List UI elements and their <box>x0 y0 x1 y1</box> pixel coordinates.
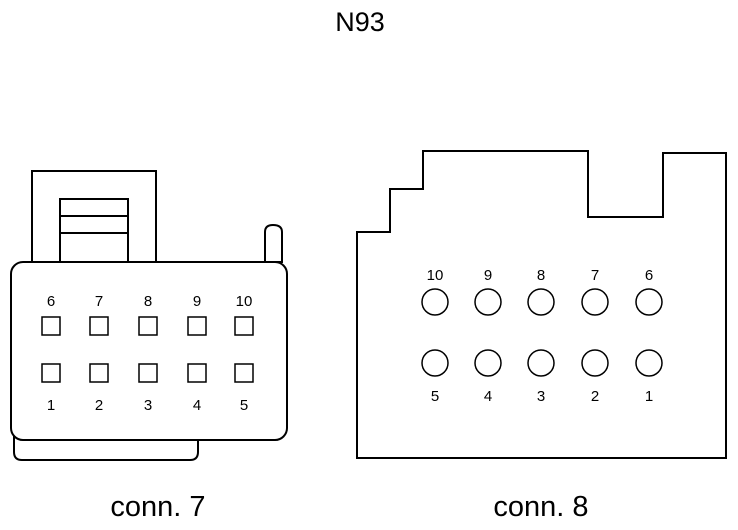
conn8-pin-label-1: 1 <box>645 388 653 405</box>
conn8-label: conn. 8 <box>493 491 588 523</box>
conn8-pin-1 <box>635 349 663 377</box>
conn8-pin-5 <box>421 349 449 377</box>
conn8-pin-8 <box>527 288 555 316</box>
conn8-pin-3 <box>527 349 555 377</box>
conn7-latch-tab <box>59 198 129 264</box>
conn7-pin-label-5: 5 <box>240 397 248 414</box>
conn7-pin-label-10: 10 <box>236 293 253 310</box>
conn7-pin-1 <box>41 363 61 383</box>
conn7-pin-8 <box>138 316 158 336</box>
conn7-pin-label-8: 8 <box>144 293 152 310</box>
connector-7: 6 7 8 9 10 1 2 3 4 5 conn. 7 <box>10 170 288 523</box>
diagram-title: N93 <box>335 7 385 37</box>
conn8-pin-10 <box>421 288 449 316</box>
conn7-pin-label-3: 3 <box>144 397 152 414</box>
conn7-pin-10 <box>234 316 254 336</box>
conn8-pin-label-4: 4 <box>484 388 492 405</box>
conn8-pin-label-10: 10 <box>427 267 444 284</box>
conn7-pin-label-6: 6 <box>47 293 55 310</box>
conn7-pin-label-7: 7 <box>95 293 103 310</box>
conn8-pin-7 <box>581 288 609 316</box>
conn8-pin-label-7: 7 <box>591 267 599 284</box>
conn7-pin-9 <box>187 316 207 336</box>
conn7-pin-label-4: 4 <box>193 397 201 414</box>
conn8-pin-2 <box>581 349 609 377</box>
conn8-pin-label-8: 8 <box>537 267 545 284</box>
conn7-pin-6 <box>41 316 61 336</box>
conn7-pins: 6 7 8 9 10 1 2 3 4 5 <box>41 293 254 414</box>
conn8-pin-label-9: 9 <box>484 267 492 284</box>
conn7-label: conn. 7 <box>110 491 205 523</box>
conn8-pin-label-5: 5 <box>431 388 439 405</box>
conn8-pin-label-3: 3 <box>537 388 545 405</box>
conn7-pin-7 <box>89 316 109 336</box>
conn8-pin-4 <box>474 349 502 377</box>
conn7-body <box>10 261 288 441</box>
conn8-pin-label-6: 6 <box>645 267 653 284</box>
connector-8: 10 9 8 7 6 5 4 3 2 1 conn. 8 <box>356 150 727 523</box>
conn7-pin-5 <box>234 363 254 383</box>
conn7-pin-2 <box>89 363 109 383</box>
conn7-pin-label-9: 9 <box>193 293 201 310</box>
conn7-pin-label-2: 2 <box>95 397 103 414</box>
conn7-pin-3 <box>138 363 158 383</box>
conn7-side-post <box>264 223 283 263</box>
conn7-pin-label-1: 1 <box>47 397 55 414</box>
conn7-pin-4 <box>187 363 207 383</box>
conn8-pin-9 <box>474 288 502 316</box>
conn8-pin-6 <box>635 288 663 316</box>
conn8-pins: 10 9 8 7 6 5 4 3 2 1 <box>421 267 663 405</box>
conn8-pin-label-2: 2 <box>591 388 599 405</box>
